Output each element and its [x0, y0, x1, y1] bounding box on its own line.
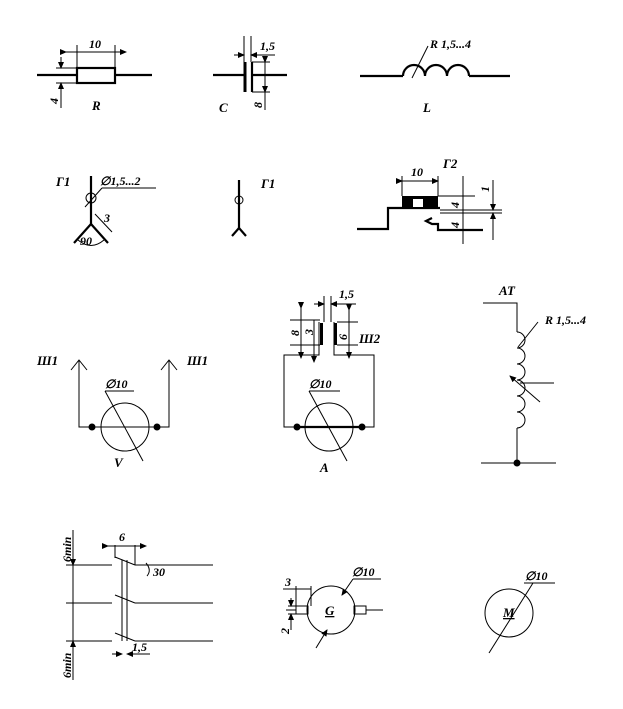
- ammeter-diameter-dim: ∅10: [309, 377, 331, 391]
- socket-g1-symbol: Г1: [231, 176, 275, 237]
- autotransformer-radius-dim: R 1,5...4: [544, 313, 586, 327]
- capacitor-height-dim: 8: [251, 102, 265, 108]
- switch-width-dim: 6: [119, 530, 125, 544]
- voltmeter-label: V: [114, 455, 124, 470]
- voltmeter-plug-left: Ш1: [36, 353, 58, 368]
- motor-symbol: ∅10 M: [484, 569, 555, 654]
- switch-min-bottom-dim: 6min: [60, 652, 74, 678]
- autotransformer-symbol: R 1,5...4 AT: [481, 283, 586, 467]
- connector-g2-h2-dim: 4: [448, 222, 462, 229]
- ammeter-h3-dim: 3: [302, 329, 316, 336]
- resistor-height-dim: 4: [47, 98, 61, 105]
- socket-g1-label: Г1: [55, 174, 70, 189]
- voltmeter-symbol: ∅10 V Ш1 Ш1: [36, 353, 208, 470]
- ammeter-label: A: [319, 460, 329, 475]
- resistor-length-dim: 10: [89, 37, 101, 51]
- socket-g1-plain-label: Г1: [260, 176, 275, 191]
- autotransformer-label: AT: [498, 283, 516, 298]
- connector-g2-symbol: 10 Г2 4 4 1: [357, 156, 502, 244]
- capacitor-gap-dim: 1,5: [260, 39, 275, 53]
- inductor-radius-dim: R 1,5...4: [429, 37, 471, 51]
- ammeter-h6-dim: 6: [336, 334, 350, 340]
- ammeter-plug-label: Ш2: [358, 331, 381, 346]
- socket-g1-length-dim: 3: [103, 211, 110, 225]
- switch-angle-dim: 30: [152, 565, 165, 579]
- generator-height-dim: 2: [278, 628, 292, 635]
- capacitor-symbol: 1,5 8 C: [213, 36, 287, 115]
- resistor-label: R: [91, 98, 101, 113]
- inductor-label: L: [422, 100, 431, 115]
- inductor-symbol: R 1,5...4 L: [360, 37, 510, 115]
- connector-g2-h1-dim: 4: [448, 202, 462, 209]
- ammeter-h8-dim: 8: [288, 330, 302, 336]
- ammeter-gap-dim: 1,5: [339, 287, 354, 301]
- switch-symbol: 6 30 1,5 6min 6min: [60, 530, 213, 680]
- generator-label: G: [325, 603, 335, 618]
- connector-g2-gap-dim: 1: [478, 186, 492, 192]
- generator-diameter-dim: ∅10: [352, 565, 374, 579]
- socket-g1-angle-dim: 90: [80, 234, 92, 248]
- voltmeter-plug-right: Ш1: [186, 353, 208, 368]
- voltmeter-diameter-dim: ∅10: [105, 377, 127, 391]
- generator-symbol: 3 2 ∅10 G: [278, 565, 383, 649]
- generator-len-dim: 3: [284, 575, 291, 589]
- motor-diameter-dim: ∅10: [525, 569, 547, 583]
- switch-gap-dim: 1,5: [132, 640, 147, 654]
- capacitor-label: C: [219, 100, 228, 115]
- socket-g1-dimensioned-symbol: ∅1,5...2 3 90 Г1: [55, 174, 156, 248]
- connector-g2-label: Г2: [442, 156, 458, 171]
- switch-min-top-dim: 6min: [60, 536, 74, 562]
- resistor-symbol: 10 4 R: [37, 37, 152, 113]
- ammeter-symbol: 8 3 6 1,5 Ш2 ∅10 A: [283, 287, 381, 475]
- motor-label: M: [502, 605, 515, 620]
- connector-g2-length-dim: 10: [411, 165, 423, 179]
- socket-g1-diameter-dim: ∅1,5...2: [100, 174, 140, 188]
